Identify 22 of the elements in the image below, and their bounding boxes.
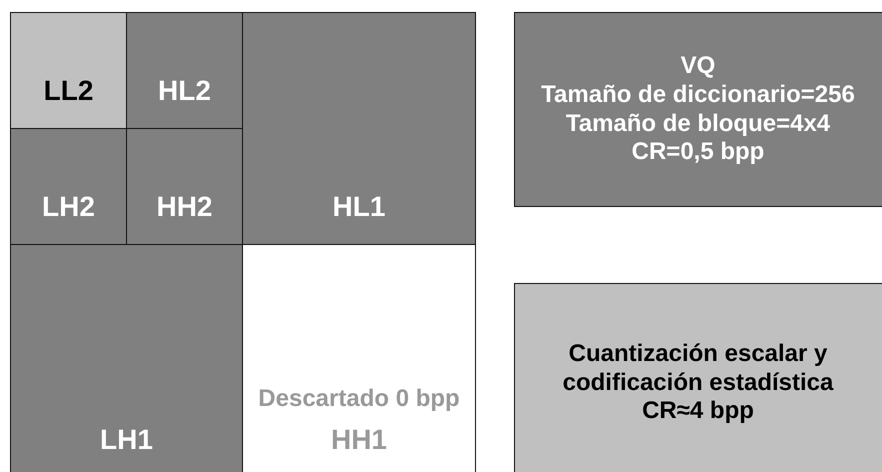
box-text: Tamaño de diccionario=256 [540, 80, 856, 110]
subband-label: LH2 [41, 190, 96, 224]
subband-label: HH2 [155, 190, 214, 224]
coding-box [514, 283, 882, 472]
status-text: Descartado 0 bpp [257, 384, 461, 414]
box-text: CR≈4 bpp [641, 397, 755, 426]
subband-cell [10, 244, 243, 472]
subband-label: HL2 [157, 74, 212, 108]
subband-cell [126, 128, 243, 245]
box-text: CR=0,5 bpp [630, 138, 766, 168]
coding-box [514, 12, 882, 207]
subband-label: LL2 [42, 74, 94, 108]
subband-cell [10, 12, 127, 129]
box-text: VQ [680, 52, 716, 81]
subband-cell [10, 128, 127, 245]
subband-label: LH1 [99, 423, 154, 457]
box-text: Tamaño de bloque=4x4 [564, 110, 832, 138]
subband-cell [242, 12, 476, 245]
box-text: Cuantización escalar y codificación estadística [562, 340, 834, 398]
subband-cell [126, 12, 243, 129]
subband-label: HH1 [330, 423, 388, 457]
subband-label: HL1 [332, 190, 386, 224]
